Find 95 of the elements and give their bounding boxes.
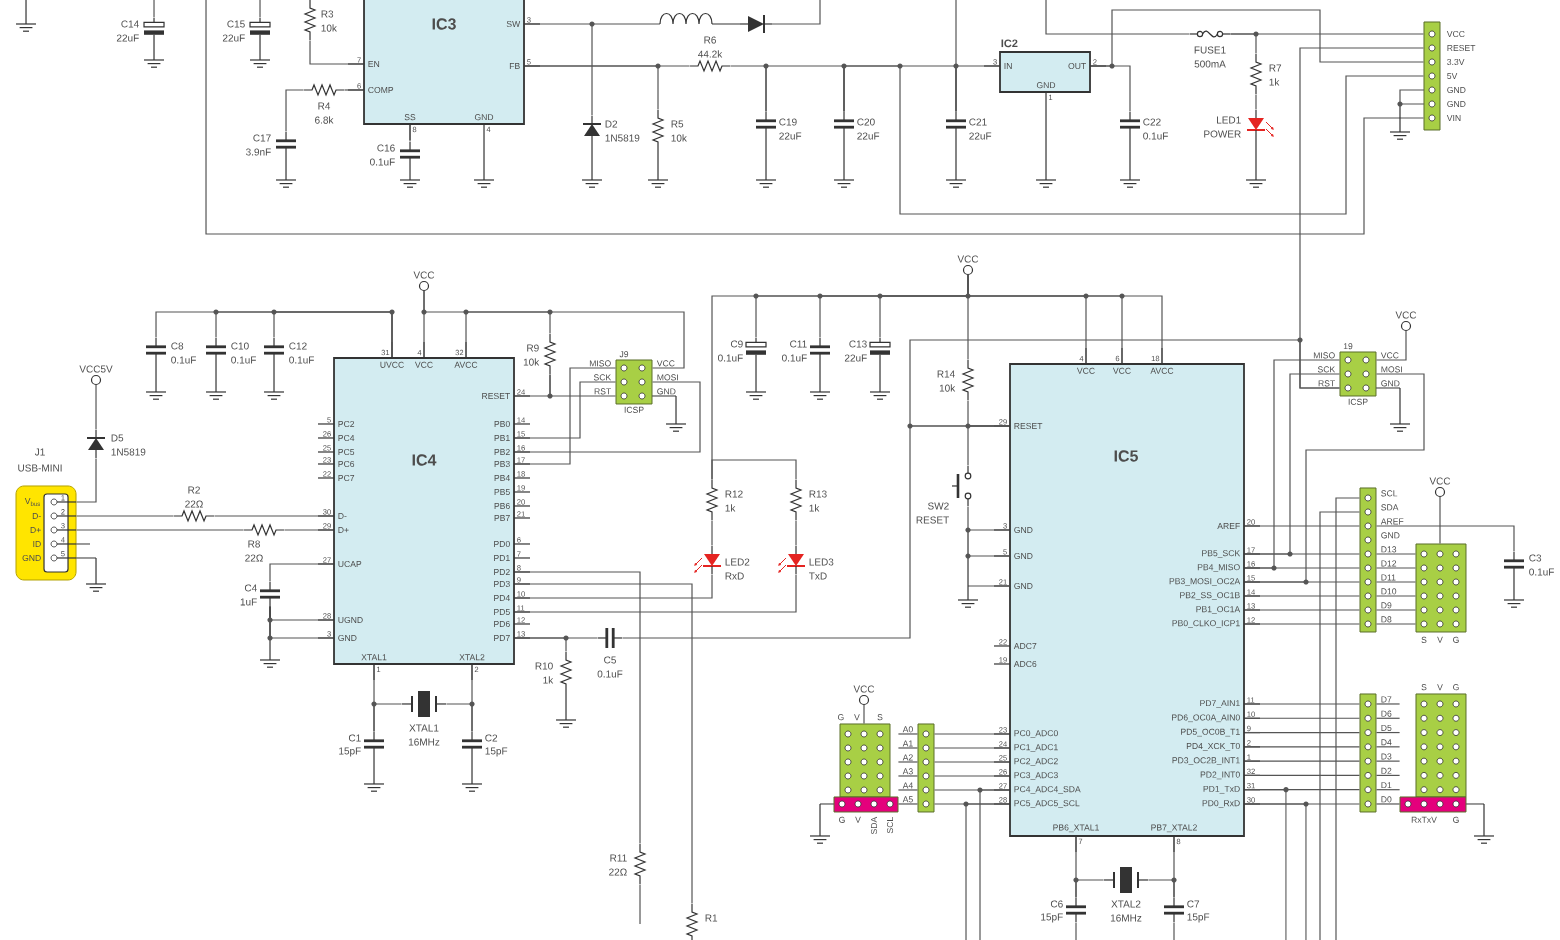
wire	[711, 519, 713, 547]
wire	[1075, 921, 1077, 940]
wire	[1244, 525, 1361, 527]
wire	[765, 65, 845, 113]
wire	[269, 563, 334, 583]
wire	[933, 761, 1010, 763]
wire	[1299, 47, 1425, 389]
wire	[1375, 525, 1515, 553]
wire	[967, 274, 1163, 364]
wire	[273, 311, 393, 358]
wire	[795, 519, 797, 547]
wire	[1375, 623, 1417, 625]
wire	[1375, 803, 1401, 805]
wire	[75, 515, 175, 517]
wire	[343, 89, 364, 91]
wire	[95, 384, 97, 431]
wire	[283, 529, 334, 531]
wire	[153, 0, 155, 19]
wire	[1244, 760, 1361, 762]
wire	[423, 290, 685, 369]
wire	[75, 529, 245, 531]
wire	[285, 89, 305, 133]
wire	[514, 381, 617, 439]
wire	[445, 703, 473, 733]
wire	[1335, 497, 1361, 940]
wire	[863, 704, 865, 725]
wire	[514, 573, 713, 599]
wire	[1375, 703, 1401, 705]
wire	[1375, 595, 1417, 597]
wire	[1375, 330, 1407, 361]
wire	[1244, 717, 1361, 719]
wire	[1375, 717, 1401, 719]
wire	[933, 775, 1010, 777]
wire	[75, 457, 97, 503]
wire	[1173, 921, 1175, 940]
wire	[955, 0, 957, 113]
wire	[711, 459, 797, 481]
wire	[213, 515, 334, 517]
wire	[1244, 731, 1361, 734]
wire	[1375, 760, 1401, 762]
wire	[1319, 511, 1361, 940]
wire	[1244, 803, 1307, 940]
wire	[1244, 746, 1361, 748]
wire	[549, 373, 617, 397]
wire	[967, 505, 1010, 531]
wire	[897, 761, 919, 763]
wire	[979, 789, 1010, 940]
wire	[514, 367, 617, 465]
wire	[1244, 789, 1287, 940]
wire	[933, 747, 1010, 749]
wire	[409, 124, 411, 143]
wire	[1045, 0, 1191, 35]
wire	[524, 23, 593, 117]
wire	[524, 65, 691, 67]
wire	[514, 571, 641, 845]
wire	[514, 583, 693, 905]
wire	[1375, 567, 1417, 569]
wire	[1244, 623, 1361, 625]
wire	[1244, 703, 1361, 705]
wire	[1255, 93, 1257, 111]
wire	[1244, 567, 1361, 569]
wire	[205, 0, 1425, 235]
wire	[1375, 731, 1401, 734]
wire	[843, 65, 1425, 215]
wire	[1244, 774, 1361, 776]
wire	[1375, 581, 1417, 583]
wire	[1375, 774, 1401, 776]
wire	[1147, 879, 1175, 899]
wire	[1244, 595, 1361, 597]
wire	[1090, 9, 1425, 67]
wire	[514, 573, 797, 613]
wire	[933, 733, 1010, 735]
wire	[1244, 581, 1361, 583]
wire	[514, 381, 701, 453]
wire	[897, 747, 919, 749]
wire	[1075, 879, 1105, 899]
wire	[1244, 553, 1361, 555]
wire	[1375, 609, 1417, 611]
wire	[1375, 553, 1417, 555]
wire	[965, 803, 1010, 940]
wire	[1229, 33, 1425, 35]
wire	[465, 311, 551, 358]
wire	[897, 803, 919, 805]
wire	[897, 775, 919, 777]
wire	[1244, 609, 1361, 611]
wire	[514, 637, 599, 639]
wire	[259, 0, 261, 19]
wire	[1375, 789, 1401, 791]
wire	[1439, 496, 1441, 545]
wire	[897, 733, 919, 735]
wire	[373, 703, 403, 733]
wire	[309, 39, 364, 65]
wire	[897, 789, 919, 791]
wire	[1375, 746, 1401, 748]
wire	[639, 883, 641, 925]
